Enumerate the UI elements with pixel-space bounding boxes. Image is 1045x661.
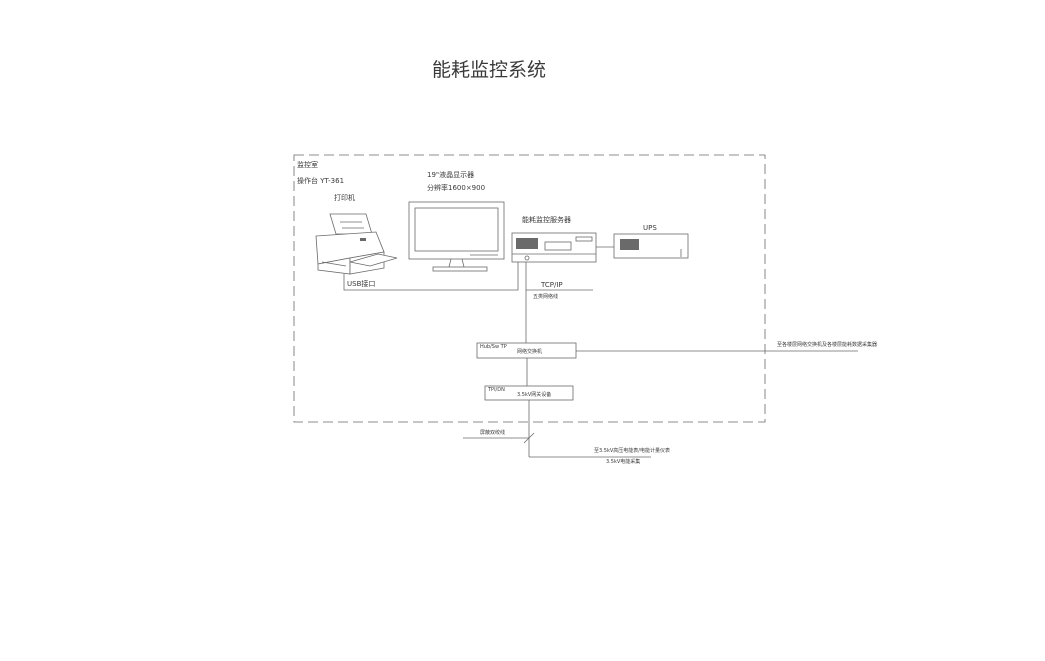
network-switch-label: 网络交换机 [517,348,542,355]
usb-link [343,262,519,291]
monitor-label: 19"液晶显示器 [427,170,474,179]
monitor-resolution-label: 分辨率1600×900 [427,183,485,192]
server-label: 能耗监控服务器 [522,215,571,224]
server-icon [511,232,597,263]
monitor-icon [408,201,505,272]
operator-desk-label: 操作台 YT-361 [297,176,344,185]
gateway-tag: TPI/DN [487,387,505,393]
printer-icon [315,213,398,275]
diagram-title: 能耗监控系统 [432,59,546,81]
printer-label: 打印机 [334,193,355,202]
monitoring-room-boundary [293,154,766,423]
meter-collection-label: 3.5kV电能采集 [606,458,640,465]
monitoring-room-label: 监控室 [297,160,318,169]
gateway-device-label: 3.5kV网关设备 [517,391,551,398]
floor-network-label: 至各楼层网络交换机及各楼层能耗数据采集器 [777,341,877,348]
network-switch-icon [476,342,577,359]
switch-tag: Hub/Sw TP [480,344,507,350]
twisted-pair-label: 屏蔽双绞线 [480,429,505,436]
ups-icon [613,233,689,259]
ethernet-cable-label: 五类网络线 [533,293,558,300]
tcpip-label: TCP/IP [540,281,563,289]
cable-tick-mark [523,432,535,444]
usb-label: USB接口 [347,279,375,288]
ups-label: UPS [643,224,657,232]
meter-label: 至3.5kV高压电能表/电能计量仪表 [594,447,670,454]
